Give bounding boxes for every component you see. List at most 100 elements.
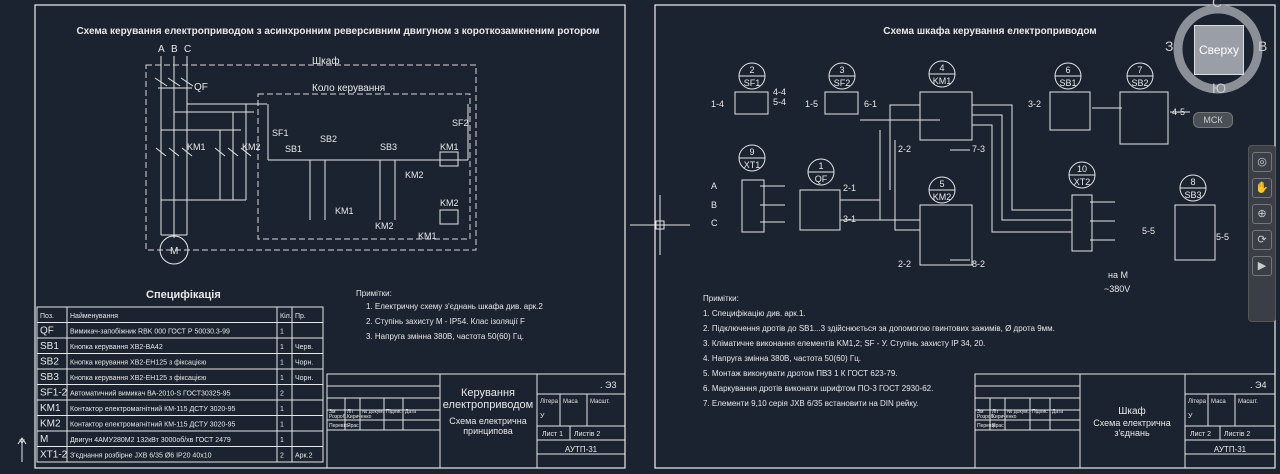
km2-name: KM2 — [933, 192, 952, 202]
sf2-name: SF2 — [834, 78, 851, 88]
navigation-bar[interactable]: ◎ ✋ ⊕ ⟳ ▶ — [1248, 145, 1276, 322]
sb3-number: 8 — [1190, 177, 1195, 187]
sf1-body — [734, 91, 769, 115]
qf-number: 1 — [818, 161, 823, 171]
left-note: 3. Напруга змінна 380В, частота 50(60) Г… — [366, 332, 524, 341]
wire-label: 1-5 — [805, 99, 818, 109]
km2-b-label: KM2 — [405, 170, 424, 180]
left-stamp-title1: Керування — [461, 387, 515, 399]
wire-label: 3-2 — [1028, 99, 1041, 109]
viewcube-top-face[interactable]: Сверху — [1194, 25, 1244, 75]
sb2-number: 7 — [1137, 65, 1142, 75]
wire-label: 6-1 — [864, 99, 877, 109]
zoom-icon[interactable]: ⊕ — [1252, 204, 1272, 224]
km2-coil — [439, 209, 459, 225]
spec-cell: QF — [40, 326, 54, 337]
left-stamp-col: № докум. — [362, 409, 384, 415]
left-stamp-sheets: Листів 2 — [574, 430, 600, 438]
spec-header-cell: Кіл. — [280, 312, 292, 320]
km2-body — [919, 204, 973, 266]
spec-cell: 1 — [280, 329, 284, 336]
spec-cell: SB1 — [40, 341, 59, 352]
reverse-lines — [161, 104, 247, 201]
left-notes-title: Примітки: — [356, 289, 392, 298]
spec-cell: Контактор електромагнітний КМ-115 ДСТУ 3… — [70, 421, 236, 429]
sf2-number: 3 — [839, 65, 844, 75]
sf1-name: SF1 — [744, 78, 761, 88]
wcs-menu-button[interactable]: МСК — [1193, 112, 1233, 128]
output-voltage: ~380V — [1104, 284, 1130, 294]
viewcube-east[interactable]: В — [1258, 38, 1268, 54]
left-stamp-masht: Масшт. — [590, 399, 610, 405]
sb2-label: SB2 — [320, 134, 337, 144]
wire-label: 5-5 — [1142, 226, 1155, 236]
sb1-number: 6 — [1065, 65, 1070, 75]
right-stamp-masa: Маса — [1211, 399, 1226, 405]
spec-cell: 1 — [280, 422, 284, 429]
sb3-label: SB3 — [380, 142, 397, 152]
left-stamp-col: Підпис — [386, 409, 402, 415]
spec-cell: XT1-2 — [40, 450, 68, 461]
spec-header-cell: Поз. — [40, 313, 54, 320]
right-stamp-col: Дата — [1052, 409, 1063, 415]
km1-main-contacts — [155, 147, 193, 157]
viewcube-south[interactable]: Ю — [1212, 80, 1227, 96]
left-stamp-title2: електроприводом — [443, 399, 533, 411]
left-stamp-title4: принципова — [463, 426, 513, 436]
right-stamp-title2: Схема електрична — [1093, 418, 1170, 428]
xt2-body — [1071, 194, 1093, 252]
sb2-name: SB2 — [1131, 78, 1148, 88]
right-note: 2. Підключення дротів до SB1...3 здійсню… — [703, 324, 1055, 333]
phase-a: A — [158, 44, 165, 55]
right-stamp-col: Підпис — [1032, 409, 1048, 415]
spec-cell: Чорн. — [295, 360, 313, 367]
spec-cell: Кнопка керування XB2-BA42 — [70, 344, 163, 351]
cabinet-box — [145, 64, 477, 251]
viewcube-west[interactable]: З — [1165, 38, 1174, 54]
cursor-pickbox — [655, 220, 665, 230]
left-stamp-col: Дата — [405, 409, 416, 415]
control-label: Коло керування — [312, 83, 385, 94]
right-stamp-role1: Розроб. — [977, 414, 995, 420]
wire-label: 2-2 — [898, 144, 911, 154]
steering-wheel-icon[interactable]: ◎ — [1252, 152, 1272, 172]
power-lines — [160, 56, 188, 235]
wire-label: 2-2 — [898, 259, 911, 269]
left-stamp-code: . Э3 — [600, 380, 616, 390]
left-stamp-sheet: Лист 1 — [542, 431, 563, 438]
km2-number: 5 — [939, 179, 944, 189]
km1-name: KM1 — [933, 76, 952, 86]
viewcube-ring[interactable] — [1165, 0, 1280, 100]
wire-label: 5-4 — [773, 97, 786, 107]
orbit-icon[interactable]: ⟳ — [1252, 230, 1272, 250]
spec-cell: KM1 — [40, 403, 61, 414]
right-note: 5. Монтаж виконувати дротом ПВЗ 1 К ГОСТ… — [703, 369, 898, 378]
right-note: 7. Елементи 9,10 серія JXB 6/35 встанови… — [703, 399, 918, 408]
right-stamp-sheet: Лист 2 — [1190, 431, 1211, 438]
viewcube[interactable]: Сверху С Ю З В — [1165, 0, 1280, 100]
spec-cell: 1 — [280, 375, 284, 382]
left-stamp-name2: Ярас — [347, 423, 359, 429]
spec-header-cell: Пр. — [295, 313, 306, 320]
wire-label: 1-4 — [711, 99, 724, 109]
output-label: на М — [1108, 270, 1128, 280]
viewcube-north[interactable]: С — [1212, 0, 1223, 10]
spec-cell: З'єднання розбірне JXB 6/35 Ø6 IP20 40x1… — [70, 452, 212, 460]
spec-cell: Чорн. — [295, 375, 313, 382]
km1-coil-label: KM1 — [440, 142, 459, 152]
pan-icon[interactable]: ✋ — [1252, 178, 1272, 198]
wire-label: 4-4 — [773, 87, 786, 97]
right-stamp-name2: Ярас — [992, 423, 1004, 429]
phase-in-c: C — [711, 218, 718, 228]
crosshair-cursor — [630, 195, 690, 255]
control-branches — [309, 160, 396, 220]
showmotion-icon[interactable]: ▶ — [1252, 256, 1272, 276]
left-stamp-lit-val: У — [540, 413, 545, 420]
xt1-body — [741, 179, 765, 233]
cabinet-label: Шкаф — [312, 55, 340, 67]
left-note: 2. Ступінь захисту M - IP54. Клас ізоляц… — [366, 317, 525, 326]
right-stamp-col: Літ — [992, 409, 999, 415]
